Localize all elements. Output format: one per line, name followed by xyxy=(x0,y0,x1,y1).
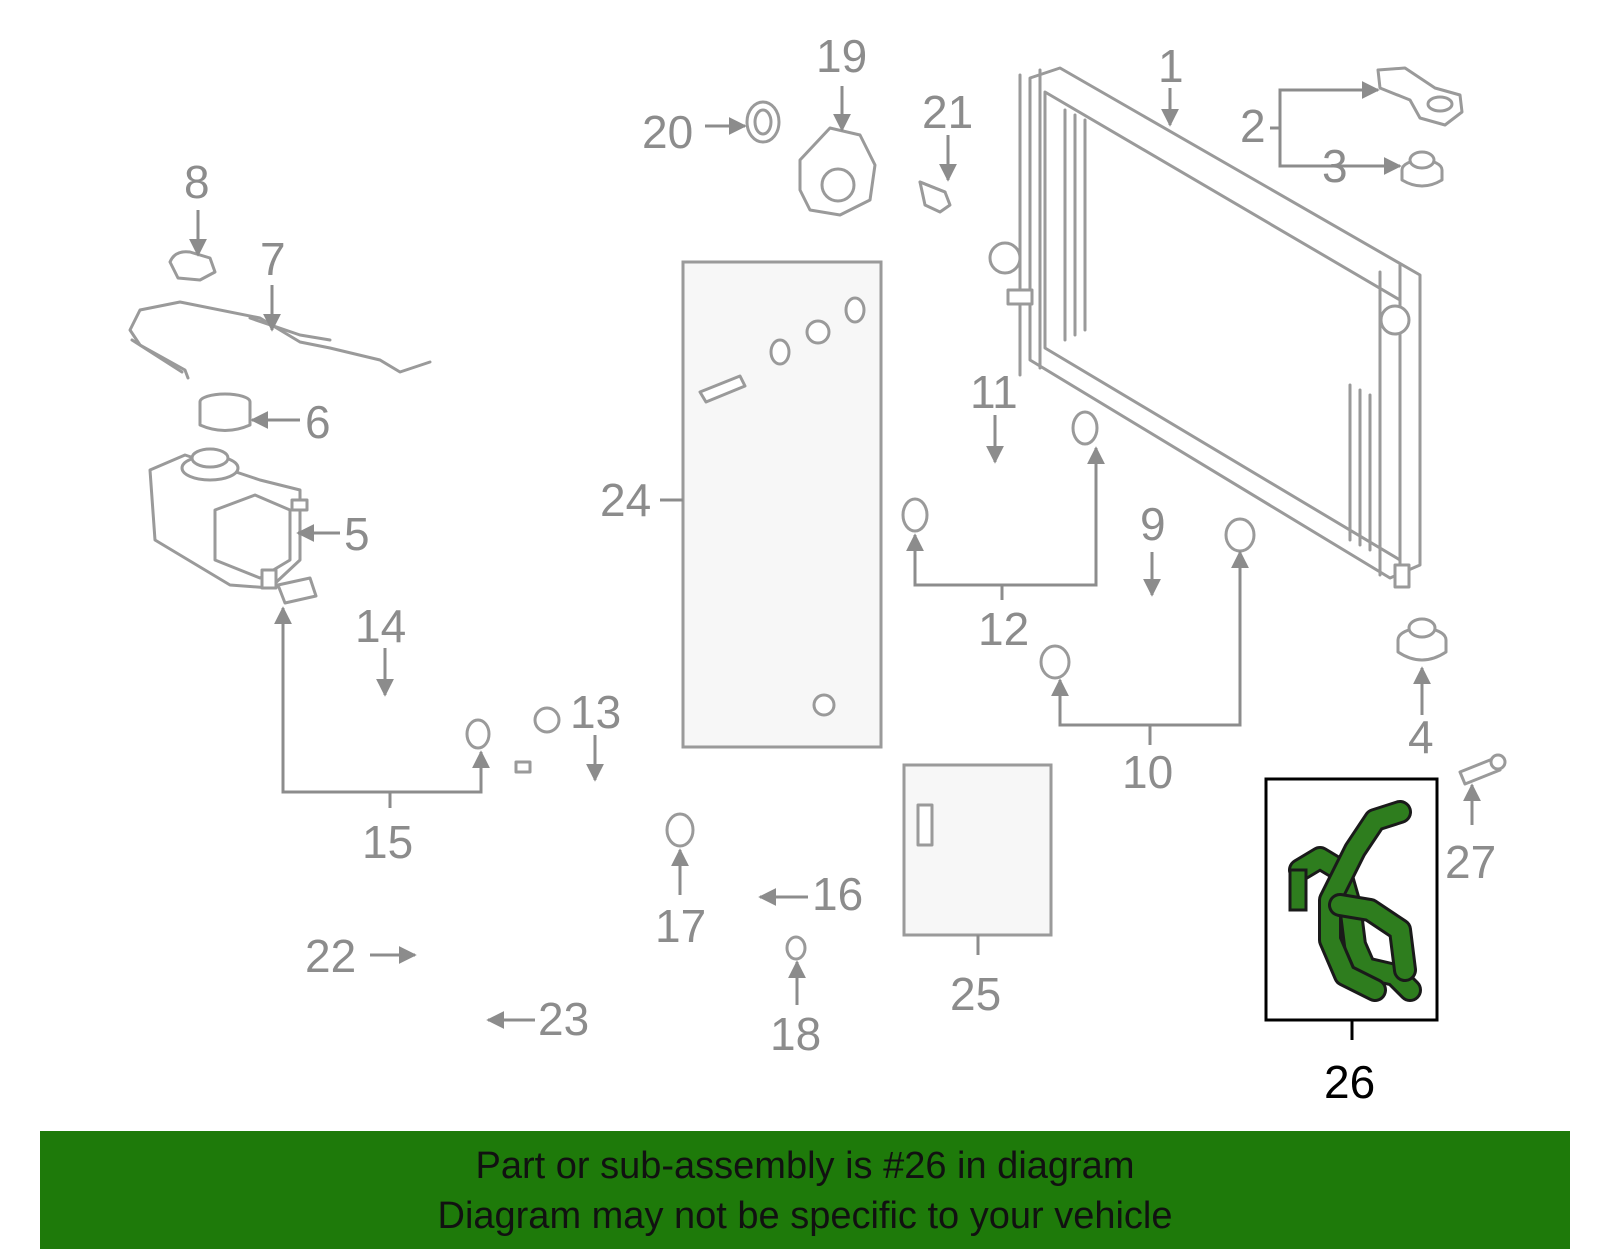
callout-1: 1 xyxy=(1158,40,1184,92)
banner-line-1: Part or sub-assembly is #26 in diagram xyxy=(475,1145,1135,1187)
callout-9: 9 xyxy=(1140,498,1166,550)
lower-hose-part[interactable] xyxy=(1072,557,1218,650)
callout-19: 19 xyxy=(816,30,867,82)
callout-15: 15 xyxy=(362,816,413,868)
bolt-27-part[interactable] xyxy=(1458,753,1507,786)
part-26-hose xyxy=(1291,849,1419,999)
callout-2: 2 xyxy=(1240,100,1266,152)
seal-part[interactable] xyxy=(745,100,781,144)
callout-12: 12 xyxy=(978,603,1029,655)
heater-hose-22-part[interactable] xyxy=(386,870,492,1019)
clip-part[interactable] xyxy=(168,250,217,282)
bracket-part[interactable] xyxy=(1376,66,1464,127)
insulator-part[interactable] xyxy=(1400,150,1444,188)
callout-8: 8 xyxy=(184,156,210,208)
callout-5: 5 xyxy=(344,508,370,560)
callout-25: 25 xyxy=(950,968,1001,1020)
heater-hose-23-part[interactable] xyxy=(445,918,609,1052)
callout-24: 24 xyxy=(600,474,651,526)
callout-6: 6 xyxy=(305,396,331,448)
callout-17: 17 xyxy=(655,900,706,952)
callout-14: 14 xyxy=(355,600,406,652)
thermostat-housing-part[interactable] xyxy=(798,126,877,217)
callout-13: 13 xyxy=(570,686,621,738)
part-25-box[interactable] xyxy=(902,763,1053,937)
callout-27: 27 xyxy=(1445,836,1496,888)
leader-lines xyxy=(189,81,1481,1040)
callout-26: 26 xyxy=(1324,1056,1375,1108)
parts-diagram: 1 2 3 4 5 6 7 8 9 10 11 12 13 14 15 16 1… xyxy=(128,30,1507,1108)
cap-part[interactable] xyxy=(198,392,252,432)
callout-7: 7 xyxy=(260,233,286,285)
bypass-hose-part[interactable] xyxy=(717,860,788,956)
callout-23: 23 xyxy=(538,993,589,1045)
callout-4: 4 xyxy=(1408,711,1434,763)
banner-line-2: Diagram may not be specific to your vehi… xyxy=(437,1195,1173,1237)
clamp-parts[interactable] xyxy=(901,410,1256,680)
info-banner: Part or sub-assembly is #26 in diagram D… xyxy=(40,1131,1570,1249)
callout-22: 22 xyxy=(305,930,356,982)
part-26-box[interactable] xyxy=(1264,777,1439,1022)
overflow-hose-part[interactable] xyxy=(128,300,432,380)
reservoir-part[interactable] xyxy=(148,447,309,590)
clamp-18-part[interactable] xyxy=(785,935,807,961)
part-24-box[interactable] xyxy=(681,260,883,749)
callout-11: 11 xyxy=(970,366,1018,418)
lower-insulator-part[interactable] xyxy=(1396,617,1448,662)
clamp-17-part[interactable] xyxy=(665,812,695,848)
callout-16: 16 xyxy=(812,868,863,920)
bolt-21-part[interactable] xyxy=(918,180,952,214)
upper-hose-part[interactable] xyxy=(941,451,1064,529)
callout-labels: 1 2 3 4 5 6 7 8 9 10 11 12 13 14 15 16 1… xyxy=(184,30,1496,1108)
callout-21: 21 xyxy=(922,86,973,138)
radiator-part[interactable] xyxy=(988,66,1422,589)
callout-18: 18 xyxy=(770,1008,821,1060)
reservoir-hose-part[interactable] xyxy=(276,576,491,754)
callout-20: 20 xyxy=(642,106,693,158)
callout-10: 10 xyxy=(1122,746,1173,798)
callout-3: 3 xyxy=(1322,140,1348,192)
